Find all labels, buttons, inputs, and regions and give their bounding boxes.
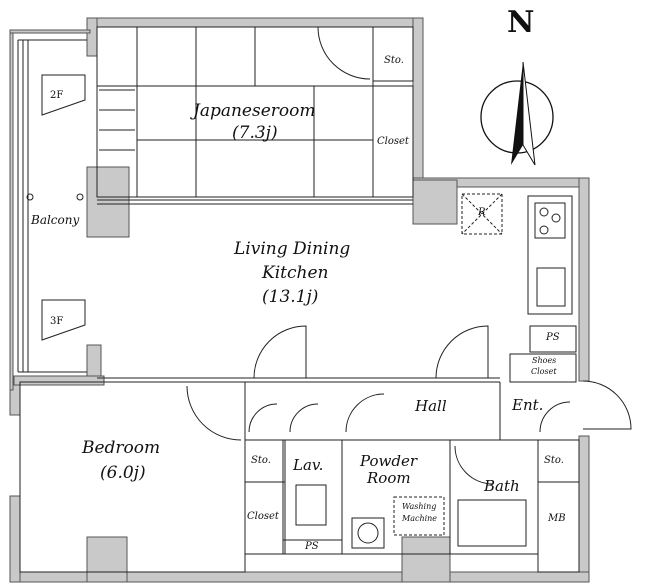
bedroom-size: (6.0j) xyxy=(100,463,146,483)
hall-name: Hall xyxy=(415,397,447,415)
bath-name: Bath xyxy=(484,477,520,495)
lower-rooms-lines xyxy=(19,380,632,573)
closet-label-bedroom: Closet xyxy=(247,511,279,522)
entrance-name: Ent. xyxy=(512,396,544,414)
shoes-closet-label-line1: Shoes xyxy=(532,356,557,365)
lavatory-name: Lav. xyxy=(293,456,324,474)
ldk-name-line1: Living Dining xyxy=(234,239,351,259)
washing-machine-label-line2: Machine xyxy=(402,514,438,523)
mb-label: MB xyxy=(548,513,566,524)
powder-room-name-line1: Powder xyxy=(360,452,418,470)
ps-label-lav: PS xyxy=(305,541,319,552)
japanese-room-name: Japaneseroom xyxy=(193,101,316,121)
washing-machine-label-line1: Washing xyxy=(402,502,437,511)
ps-label-kitchen: PS xyxy=(546,332,560,343)
balcony-mark-2f: 2F xyxy=(50,90,64,101)
ldk-name-line2: Kitchen xyxy=(262,263,329,283)
balcony-mark-3f: 3F xyxy=(50,316,64,327)
compass-needle xyxy=(511,62,523,165)
sto-label-entrance: Sto. xyxy=(544,455,564,466)
closet-label-japanese: Closet xyxy=(377,136,409,147)
balcony-railing xyxy=(17,39,87,373)
japanese-room-size: (7.3j) xyxy=(232,123,278,143)
refrigerator-label: R xyxy=(478,207,486,218)
sto-label-top: Sto. xyxy=(384,55,404,66)
bedroom-name: Bedroom xyxy=(82,438,161,458)
ldk-lines xyxy=(97,193,577,383)
sto-label-bedroom: Sto. xyxy=(251,455,271,466)
japanese-room-lines xyxy=(96,26,414,205)
balcony-name: Balcony xyxy=(31,213,80,227)
shoes-closet-label-line2: Closet xyxy=(531,367,557,376)
powder-room-name-line2: Room xyxy=(367,469,411,487)
north-label: N xyxy=(507,5,535,40)
compass xyxy=(480,61,554,166)
ldk-size: (13.1j) xyxy=(262,287,319,307)
